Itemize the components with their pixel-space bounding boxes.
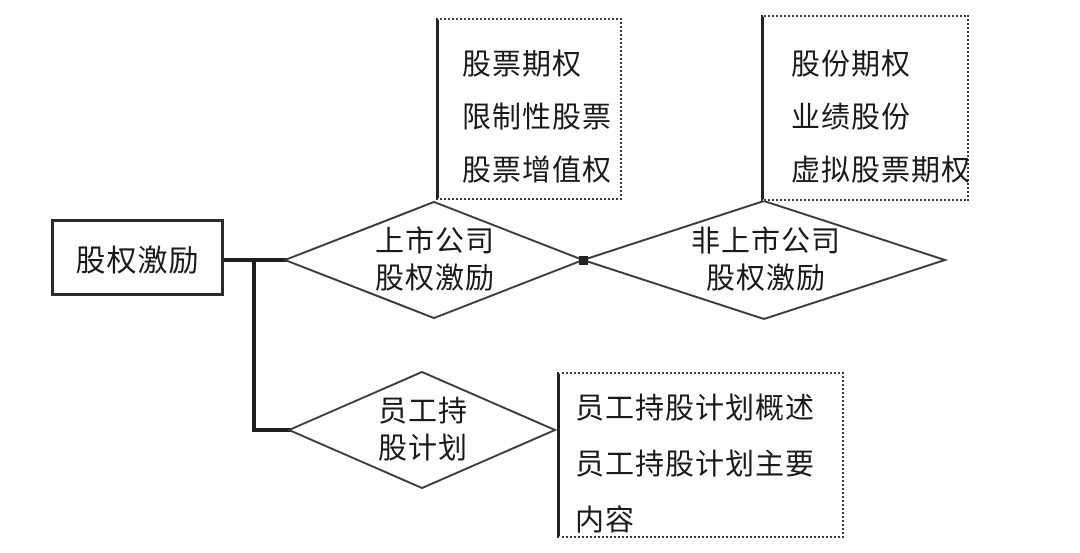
list-item: 股票增值权 — [462, 155, 613, 187]
list-item: 员工持股计划概述 — [575, 393, 816, 425]
diamond-esop-label-line1: 员工持 — [377, 396, 469, 428]
diamond-listed-label[interactable]: 上市公司 股权激励 — [375, 224, 495, 298]
diamond-unlisted-label-line2: 股权激励 — [705, 263, 827, 295]
root-node-label: 股权激励 — [75, 244, 200, 278]
diamond-unlisted-label-line1: 非上市公司 — [690, 226, 842, 258]
diamond-esop-label-line2: 股计划 — [377, 433, 469, 465]
diamond-junction-node — [579, 256, 588, 265]
diamond-listed-label-line1: 上市公司 — [374, 226, 496, 258]
diamond-esop-label[interactable]: 员工持 股计划 — [378, 394, 468, 468]
diamond-listed-label-line2: 股权激励 — [374, 263, 496, 295]
list-item: 虚拟股票期权 — [791, 155, 972, 187]
list-item: 业绩股份 — [791, 102, 912, 134]
detail-box-esop-contents: 员工持股计划概述 员工持股计划主要 内容 — [557, 372, 844, 538]
list-item: 股票期权 — [462, 49, 583, 81]
list-item: 内容 — [575, 505, 636, 537]
list-item: 股份期权 — [791, 49, 912, 81]
detail-box-listed-instruments: 股票期权 限制性股票 股票增值权 — [436, 18, 622, 200]
diamond-esop-shape — [286, 370, 558, 490]
list-item: 员工持股计划主要 — [575, 449, 816, 481]
diamond-unlisted-label[interactable]: 非上市公司 股权激励 — [691, 224, 841, 298]
root-node-equity-incentive[interactable]: 股权激励 — [51, 219, 224, 296]
detail-box-unlisted-instruments: 股份期权 业绩股份 虚拟股票期权 — [761, 15, 972, 201]
diamond-unlisted-shape — [579, 199, 949, 321]
list-item: 限制性股票 — [462, 102, 613, 134]
